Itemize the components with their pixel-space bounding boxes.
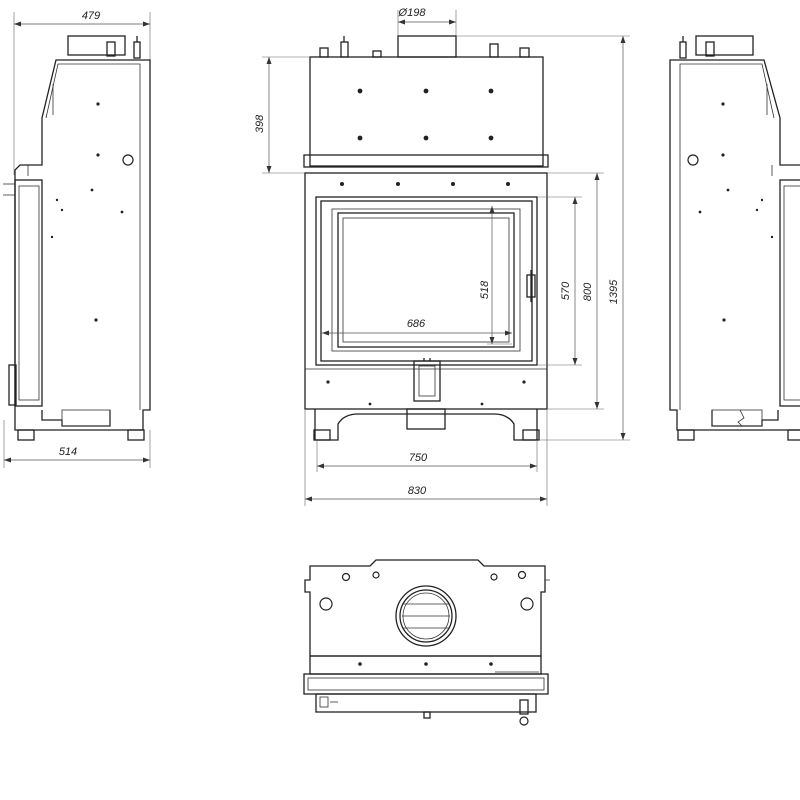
dim-518: 518 xyxy=(479,280,491,299)
top-view xyxy=(303,559,550,726)
dim-479: 479 xyxy=(82,10,100,22)
dim-800: 800 xyxy=(582,282,594,301)
front-view: Ø198 398 xyxy=(254,7,630,506)
dim-1395: 1395 xyxy=(608,279,620,304)
dim-750: 750 xyxy=(409,452,428,464)
dim-514: 514 xyxy=(59,446,77,458)
dim-398: 398 xyxy=(254,114,266,133)
dim-830: 830 xyxy=(408,485,427,497)
dim-686: 686 xyxy=(407,318,426,330)
side-view-right xyxy=(669,35,800,441)
dim-570: 570 xyxy=(560,281,572,300)
dim-flue-diameter: Ø198 xyxy=(398,7,427,19)
side-view-left: 479 514 xyxy=(3,10,151,468)
